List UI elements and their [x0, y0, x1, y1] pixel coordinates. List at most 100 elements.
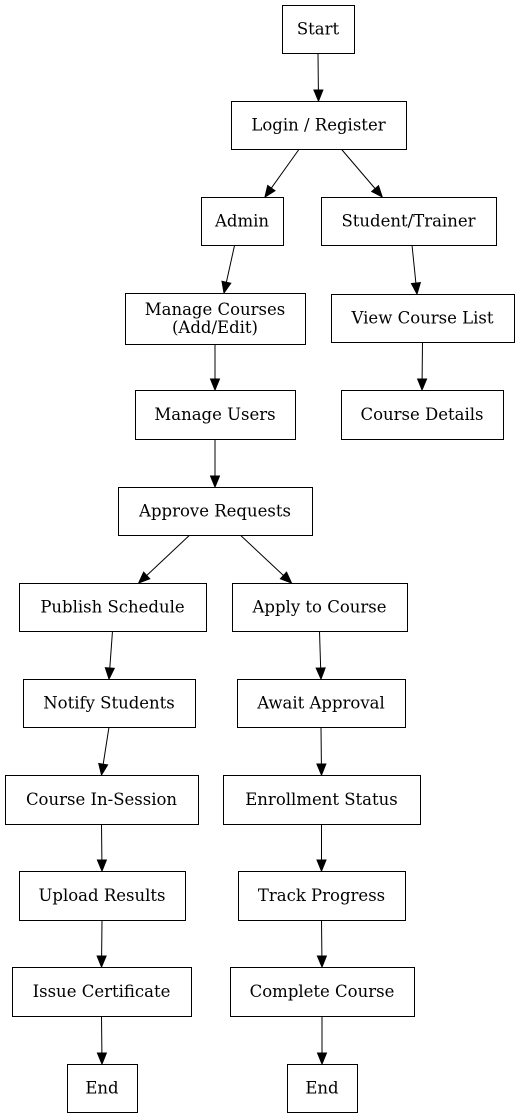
node-label: Login / Register [251, 116, 385, 135]
node-upload-results: Upload Results [19, 871, 186, 921]
edge-manage-courses-to-manage-users [209, 344, 221, 392]
node-box [287, 1064, 358, 1113]
arrowhead-icon [209, 378, 221, 392]
node-label: End [305, 1079, 339, 1098]
node-label: Manage Users [154, 405, 275, 424]
edges-layer [96, 52, 428, 1066]
edge-line [340, 148, 376, 189]
arrowhead-icon [316, 955, 328, 969]
node-label: Upload Results [39, 886, 166, 905]
node-box [135, 390, 296, 440]
arrowhead-icon [279, 571, 293, 584]
edge-line [239, 534, 284, 576]
edge-line [109, 630, 113, 669]
node-box [223, 775, 421, 825]
node-label: Apply to Course [252, 598, 387, 617]
node-end-admin: End [67, 1064, 138, 1113]
edge-notify-students-to-course-in-session [98, 726, 110, 777]
node-label: Publish Schedule [40, 598, 184, 617]
node-label: Await Approval [256, 694, 385, 713]
node-label: Manage Courses [145, 300, 286, 319]
node-notify-students: Notify Students [23, 679, 196, 728]
arrowhead-icon [316, 763, 327, 777]
arrowhead-icon [221, 280, 232, 295]
arrowhead-icon [209, 475, 221, 489]
edge-approve-requests-to-publish-schedule [137, 534, 191, 584]
edge-line [270, 148, 300, 189]
edge-login-to-student [340, 148, 384, 199]
edge-admin-to-manage-courses [221, 244, 236, 295]
edge-line [146, 534, 191, 576]
node-box [230, 967, 415, 1017]
node-box [237, 679, 406, 728]
edge-course-in-session-to-upload-results [96, 823, 108, 873]
node-track-progress: Track Progress [238, 871, 406, 921]
node-label: End [85, 1079, 119, 1098]
arrowhead-icon [416, 378, 428, 392]
edge-line [225, 244, 236, 283]
node-complete-course: Complete Course [230, 967, 415, 1017]
node-label: Complete Course [250, 982, 395, 1001]
node-publish-schedule: Publish Schedule [19, 583, 207, 632]
edge-track-progress-to-complete-course [316, 919, 328, 969]
node-label: View Course List [351, 309, 494, 328]
node-manage-users: Manage Users [135, 390, 296, 440]
node-box [201, 197, 284, 246]
node-label: Enrollment Status [245, 790, 397, 809]
node-box [238, 871, 406, 921]
arrowhead-icon [137, 571, 151, 584]
node-box [321, 197, 497, 246]
arrowhead-icon [313, 89, 324, 103]
node-box [19, 583, 207, 632]
node-manage-courses: Manage Courses(Add/Edit) [125, 293, 306, 345]
edge-await-approval-to-enrollment-status [316, 726, 327, 777]
node-enrollment-status: Enrollment Status [223, 775, 421, 825]
node-box [19, 871, 186, 921]
node-label: Course Details [360, 405, 483, 424]
arrowhead-icon [370, 184, 384, 199]
node-box [23, 679, 196, 728]
node-view-course-list: View Course List [331, 294, 515, 343]
node-start: Start [282, 5, 355, 54]
edge-line [411, 244, 417, 284]
arrowhead-icon [96, 859, 108, 873]
node-student: Student/Trainer [321, 197, 497, 246]
node-label: Notify Students [43, 694, 175, 713]
arrowhead-icon [96, 1052, 108, 1066]
node-label: (Add/Edit) [172, 318, 258, 337]
node-label: Issue Certificate [33, 982, 171, 1001]
edge-start-to-login [313, 52, 324, 103]
node-approve-requests: Approve Requests [118, 487, 313, 536]
node-box [231, 101, 407, 150]
arrowhead-icon [315, 667, 326, 681]
edge-enrollment-status-to-track-progress [316, 824, 327, 873]
arrowhead-icon [316, 1052, 328, 1066]
node-login: Login / Register [231, 101, 407, 150]
node-label: Approve Requests [138, 502, 291, 521]
node-label: Admin [214, 212, 269, 231]
arrowhead-icon [316, 859, 327, 873]
node-label: Course In-Session [26, 790, 177, 809]
edge-login-to-admin [264, 148, 300, 199]
edge-issue-certificate-to-end-admin [96, 1015, 108, 1066]
edge-upload-results-to-issue-certificate [96, 919, 107, 969]
node-box [331, 294, 515, 343]
edge-complete-course-to-end-student [316, 1016, 328, 1066]
node-box [282, 5, 355, 54]
node-await-approval: Await Approval [237, 679, 406, 728]
node-end-student: End [287, 1064, 358, 1113]
node-box [12, 967, 192, 1017]
arrowhead-icon [410, 282, 422, 296]
edge-approve-requests-to-apply-to-course [239, 534, 293, 584]
edge-view-course-list-to-course-details [416, 341, 428, 392]
node-label: Track Progress [258, 886, 385, 905]
edge-line [102, 726, 110, 765]
node-issue-certificate: Issue Certificate [12, 967, 192, 1017]
node-box [125, 293, 306, 345]
node-course-in-session: Course In-Session [5, 775, 199, 825]
edge-student-to-view-course-list [410, 244, 422, 296]
node-box [67, 1064, 138, 1113]
edge-apply-to-course-to-await-approval [315, 630, 326, 681]
